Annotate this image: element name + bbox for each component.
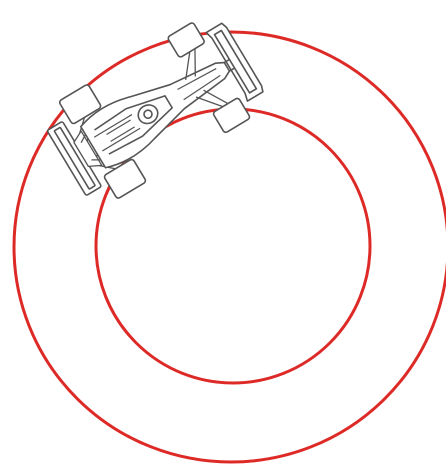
front-left-wheel (167, 22, 205, 58)
car-body (78, 42, 241, 171)
formula-car-icon (37, 8, 273, 212)
front-right-wheel (212, 97, 250, 133)
